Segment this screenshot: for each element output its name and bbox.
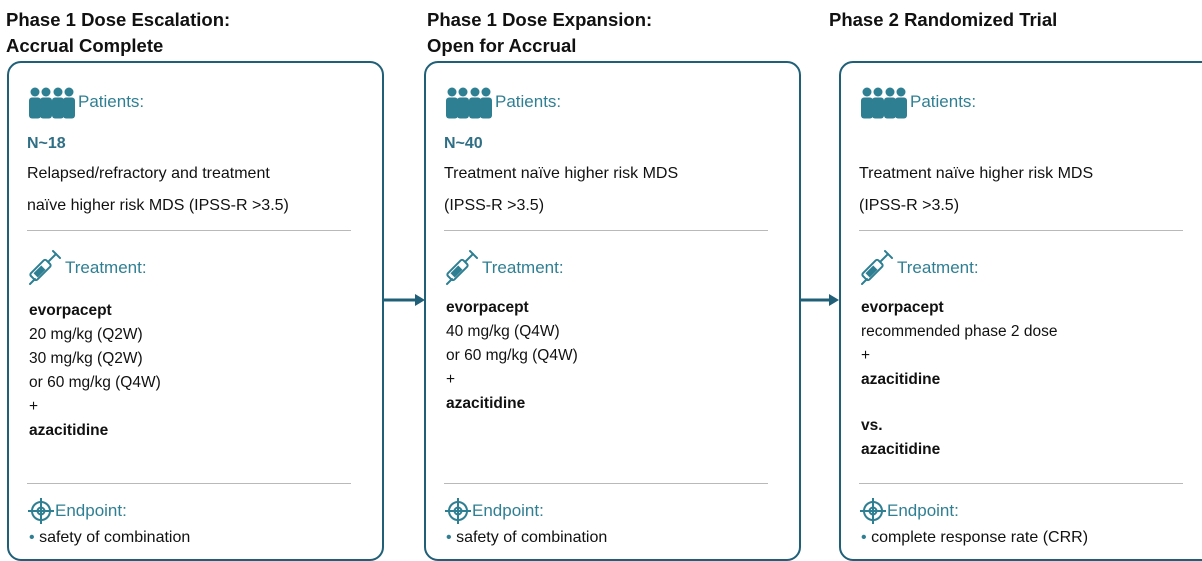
- phase-3-treatment-line-1: evorpacept: [861, 299, 944, 316]
- phase-3-endpoint-text: complete response rate (CRR): [871, 529, 1089, 546]
- phase-1-panel: Patients: N~18 Relapsed/refractory and t…: [7, 61, 384, 561]
- phase-3-panel: Patients: Treatment naïve higher risk MD…: [839, 61, 1202, 561]
- phase-3-divider-1: [859, 230, 1183, 231]
- target-icon: [27, 497, 55, 525]
- phase-1-treatment-line-4: or 60 mg/kg (Q4W): [29, 374, 161, 391]
- patients-icon: [859, 85, 909, 119]
- bullet-icon: •: [446, 529, 452, 546]
- phase-1-endpoint-label: Endpoint:: [55, 501, 127, 520]
- phase-3-treatment-line-6: vs.: [861, 417, 883, 434]
- phase-1-title: Phase 1 Dose Escalation: Accrual Complet…: [6, 7, 230, 59]
- phase-1-endpoint-header: Endpoint:: [27, 497, 127, 525]
- phase-3-patients-header: Patients:: [859, 85, 976, 119]
- phase-2-patient-line-1: Treatment naïve higher risk MDS: [444, 165, 679, 182]
- phase-3-endpoint-label: Endpoint:: [887, 501, 959, 520]
- phase-2-endpoint-item: • safety of combination: [446, 529, 607, 547]
- phase-2-treatment-line-4: +: [446, 371, 456, 388]
- patients-icon: [27, 85, 77, 119]
- phase-1-divider-1: [27, 230, 351, 231]
- phase-1-treatment-line-3: 30 mg/kg (Q2W): [29, 350, 143, 367]
- phase-2-title-line-1: Phase 1 Dose Expansion:: [427, 9, 653, 30]
- phase-2-patients-header: Patients:: [444, 85, 561, 119]
- phase-3-treatment-line-3: +: [861, 347, 871, 364]
- phase-3-treatment-line-4: azacitidine: [861, 371, 941, 388]
- arrow-1-to-2: [381, 288, 427, 312]
- phase-1-treatment-line-1: evorpacept: [29, 302, 112, 319]
- phase-3-patients-label: Patients:: [910, 92, 977, 111]
- phase-1-patients-header: Patients:: [27, 85, 144, 119]
- phase-1-treatment-line-5: +: [29, 398, 39, 415]
- syringe-icon: [27, 249, 65, 287]
- phase-3-patient-line-1: Treatment naïve higher risk MDS: [859, 165, 1094, 182]
- phase-2-treatment-header: Treatment:: [444, 249, 564, 287]
- bullet-icon: •: [29, 529, 35, 546]
- phase-1-title-line-2: Accrual Complete: [6, 35, 164, 56]
- phase-1-title-line-1: Phase 1 Dose Escalation:: [6, 9, 231, 30]
- phase-2-endpoint-header: Endpoint:: [444, 497, 544, 525]
- phase-2-patient-count: N~40: [444, 135, 483, 152]
- phase-2-endpoint-label: Endpoint:: [472, 501, 544, 520]
- phase-3-patient-line-2: (IPSS-R >3.5): [859, 197, 960, 214]
- arrow-2-to-3: [799, 288, 841, 312]
- phase-3-treatment-line-2: recommended phase 2 dose: [861, 323, 1058, 340]
- phase-2-treatment-line-2: 40 mg/kg (Q4W): [446, 323, 560, 340]
- phase-2-title-line-2: Open for Accrual: [427, 35, 577, 56]
- syringe-icon: [859, 249, 897, 287]
- patients-icon: [444, 85, 494, 119]
- phase-1-patient-count: N~18: [27, 135, 66, 152]
- phase-3-endpoint-item: • complete response rate (CRR): [861, 529, 1088, 547]
- phase-3-title-line-1: Phase 2 Randomized Trial: [829, 9, 1058, 30]
- phase-2-endpoint-text: safety of combination: [456, 529, 608, 546]
- phase-1-patient-line-2: naïve higher risk MDS (IPSS-R >3.5): [27, 197, 289, 214]
- target-icon: [859, 497, 887, 525]
- phase-3-treatment-label: Treatment:: [897, 258, 979, 277]
- phase-2-title: Phase 1 Dose Expansion: Open for Accrual: [427, 7, 652, 59]
- phase-1-treatment-header: Treatment:: [27, 249, 147, 287]
- phase-2-treatment-line-5: azacitidine: [446, 395, 526, 412]
- syringe-icon: [444, 249, 482, 287]
- phase-2-divider-1: [444, 230, 768, 231]
- phase-1-patient-line-1: Relapsed/refractory and treatment: [27, 165, 270, 182]
- phase-1-patients-label: Patients:: [78, 92, 145, 111]
- phase-2-panel: Patients: N~40 Treatment naïve higher ri…: [424, 61, 801, 561]
- phase-1-treatment-line-2: 20 mg/kg (Q2W): [29, 326, 143, 343]
- bullet-icon: •: [861, 529, 867, 546]
- phase-2-divider-2: [444, 483, 768, 484]
- phase-1-treatment-label: Treatment:: [65, 258, 147, 277]
- phase-2-patient-line-2: (IPSS-R >3.5): [444, 197, 545, 214]
- phase-3-treatment-line-7: azacitidine: [861, 441, 941, 458]
- phase-2-treatment-line-1: evorpacept: [446, 299, 529, 316]
- phase-1-endpoint-text: safety of combination: [39, 529, 191, 546]
- target-icon: [444, 497, 472, 525]
- phase-2-patients-label: Patients:: [495, 92, 562, 111]
- phase-1-treatment-line-6: azacitidine: [29, 422, 109, 439]
- phase-3-treatment-header: Treatment:: [859, 249, 979, 287]
- phase-2-treatment-label: Treatment:: [482, 258, 564, 277]
- phase-3-title: Phase 2 Randomized Trial: [829, 7, 1057, 33]
- phase-3-endpoint-header: Endpoint:: [859, 497, 959, 525]
- phase-1-divider-2: [27, 483, 351, 484]
- phase-2-treatment-line-3: or 60 mg/kg (Q4W): [446, 347, 578, 364]
- phase-3-divider-2: [859, 483, 1183, 484]
- phase-1-endpoint-item: • safety of combination: [29, 529, 190, 547]
